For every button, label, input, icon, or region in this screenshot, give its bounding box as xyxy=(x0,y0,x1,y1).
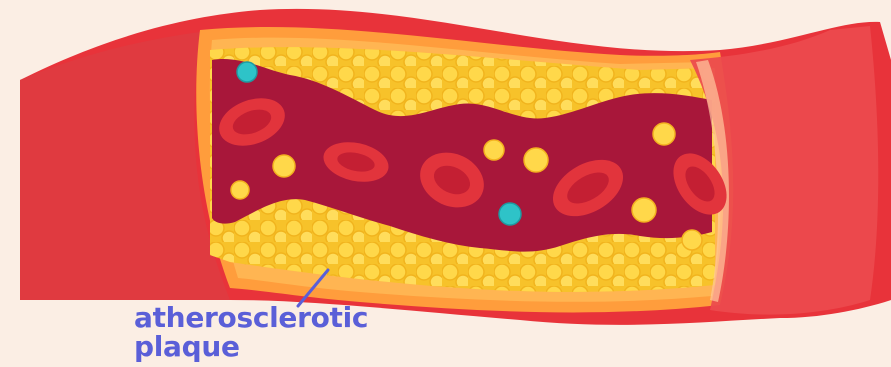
fat-particle xyxy=(231,181,249,199)
fat-particle xyxy=(682,230,702,250)
plaque-label: atherosclerotic plaque xyxy=(134,303,368,361)
teal-particle xyxy=(237,62,257,82)
teal-particle xyxy=(499,203,521,225)
fat-particle xyxy=(524,148,548,172)
fat-particle xyxy=(484,140,504,160)
plaque-label-line2: plaque xyxy=(134,332,368,361)
plaque-label-line1: atherosclerotic xyxy=(134,303,368,332)
fat-particle xyxy=(632,198,656,222)
fat-particle xyxy=(273,155,295,177)
fat-particle xyxy=(653,123,675,145)
